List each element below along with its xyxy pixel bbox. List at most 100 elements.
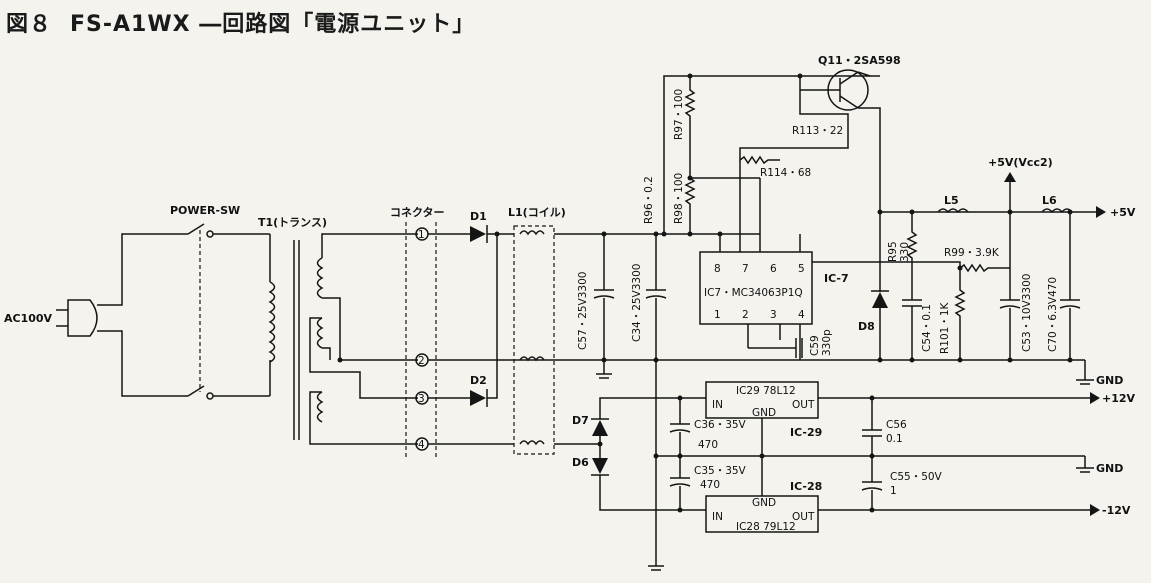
ic7-pin-top: 5 [798,263,805,275]
wire-sec-2 [322,297,418,361]
out-m12-arrow [1085,504,1100,516]
c35-value: 470 [700,479,720,491]
diode-d1 [470,225,514,243]
ic7-chip [699,178,813,360]
coil-l1 [513,225,555,455]
ic29-regulator [705,381,1085,456]
ic7-bottom-pins: 1 2 3 4 [714,309,805,321]
d2-label: D2 [470,374,487,387]
resistor-r97 [684,76,696,140]
connector-pin-4: 4 [418,439,425,451]
r99-label: R99・3.9K [944,247,1000,259]
out-m12-label: -12V [1102,504,1131,517]
out-5v-label: +5V [1110,206,1136,219]
figure-caption: FS-A1WX ―回路図「電源ユニット」 [70,12,476,37]
ic28-ref: IC-28 [790,480,822,493]
ic28-name: IC28 79L12 [736,521,796,533]
wire-q11-base [739,113,849,252]
resistor-r114 [739,155,780,165]
wire-sec-3 [309,317,418,399]
c55-label: C55・50V [890,471,943,483]
c36-value: 470 [698,439,718,451]
capacitor-c59 [748,338,803,358]
c56-label: C56 [886,419,907,431]
figure-title: 図８ FS-A1WX ―回路図「電源ユニット」 [6,6,475,38]
r97-label: R97・100 [673,89,685,140]
r114-label: R114・68 [760,167,811,179]
coil-l5 [937,208,969,214]
c53-label: C53・10V3300 [1021,274,1033,352]
ic7-pin-bottom: 4 [798,309,805,321]
d7-label: D7 [572,414,589,427]
diode-d7 [591,397,706,444]
capacitor-c55 [861,456,883,510]
connector-label: コネクター [390,206,445,219]
gnd-label-top: GND [1096,374,1123,387]
resistor-r95 [906,212,918,290]
gnd-arrow-mid [1076,456,1094,473]
gnd-arrow-top [1076,360,1094,385]
r95-value: 330 [899,242,911,262]
c54-label: C54・0.1 [921,304,933,352]
wire-sec-ct [322,347,331,360]
connector [405,222,437,458]
c57-label: C57・25V3300 [577,272,589,350]
gnd-label-mid: GND [1096,462,1123,475]
c34-label: C34・25V3300 [631,264,643,342]
r95-label: R95 [887,241,899,262]
ic7-pin-bottom: 1 [714,309,721,321]
ic7-ref: IC-7 [824,272,849,285]
r98-label: R98・100 [673,173,685,224]
c56-value: 0.1 [886,433,903,445]
capacitor-c53 [999,212,1021,360]
wire-sec-4 [309,391,418,445]
c55-value: 1 [890,485,897,497]
c70-label: C70・6.3V470 [1047,277,1059,352]
d1-label: D1 [470,210,487,223]
ic28-regulator [705,456,1085,533]
diode-d6 [591,444,706,511]
c36-label: C36・35V [694,419,747,431]
capacitor-c57 [593,234,615,379]
ic29-out: OUT [792,399,815,411]
transformer-t1 [268,234,324,440]
resistor-r101 [954,268,966,360]
l5-label: L5 [944,194,959,207]
coil-l6 [1041,208,1073,214]
ic7-name: IC7・MC34063P1Q [704,287,803,299]
junction-dots [337,73,1073,513]
r101-label: R101・1K [939,301,951,354]
power-switch-label: POWER-SW [170,204,240,217]
ac-input-label: AC100V [4,312,53,325]
d6-label: D6 [572,456,589,469]
out-5v-arrow [1085,206,1106,218]
transformer-label: T1(トランス) [258,216,327,229]
capacitor-c54 [902,290,922,360]
r96-label: R96・0.2 [643,176,655,224]
diode-d2 [470,234,498,407]
ic7-top-pins: 8 7 6 5 [714,263,805,275]
transistor-q11 [799,69,881,212]
figure-number: 図８ [6,12,53,37]
capacitor-c36 [669,398,691,456]
ic29-gnd: GND [752,407,776,419]
ic29-ref: IC-29 [790,426,822,439]
ic7-pin-top: 6 [770,263,777,275]
capacitor-c70 [1059,212,1081,360]
ic29-in: IN [712,399,723,411]
c35-label: C35・35V [694,465,747,477]
d8-label: D8 [858,320,875,333]
ic7-pin-top: 8 [714,263,721,275]
c59-label: C59 [809,335,821,356]
capacitor-c56 [862,398,882,456]
c59-value: 330p [821,329,833,356]
ic7-pin-bottom: 3 [770,309,777,321]
connector-pin-3: 3 [418,393,425,405]
resistor-r98 [684,140,760,234]
resistor-r96 [663,75,880,234]
power-switch [187,223,270,400]
connector-pin-2: 2 [418,355,425,367]
wire-sec-1 [321,233,418,258]
